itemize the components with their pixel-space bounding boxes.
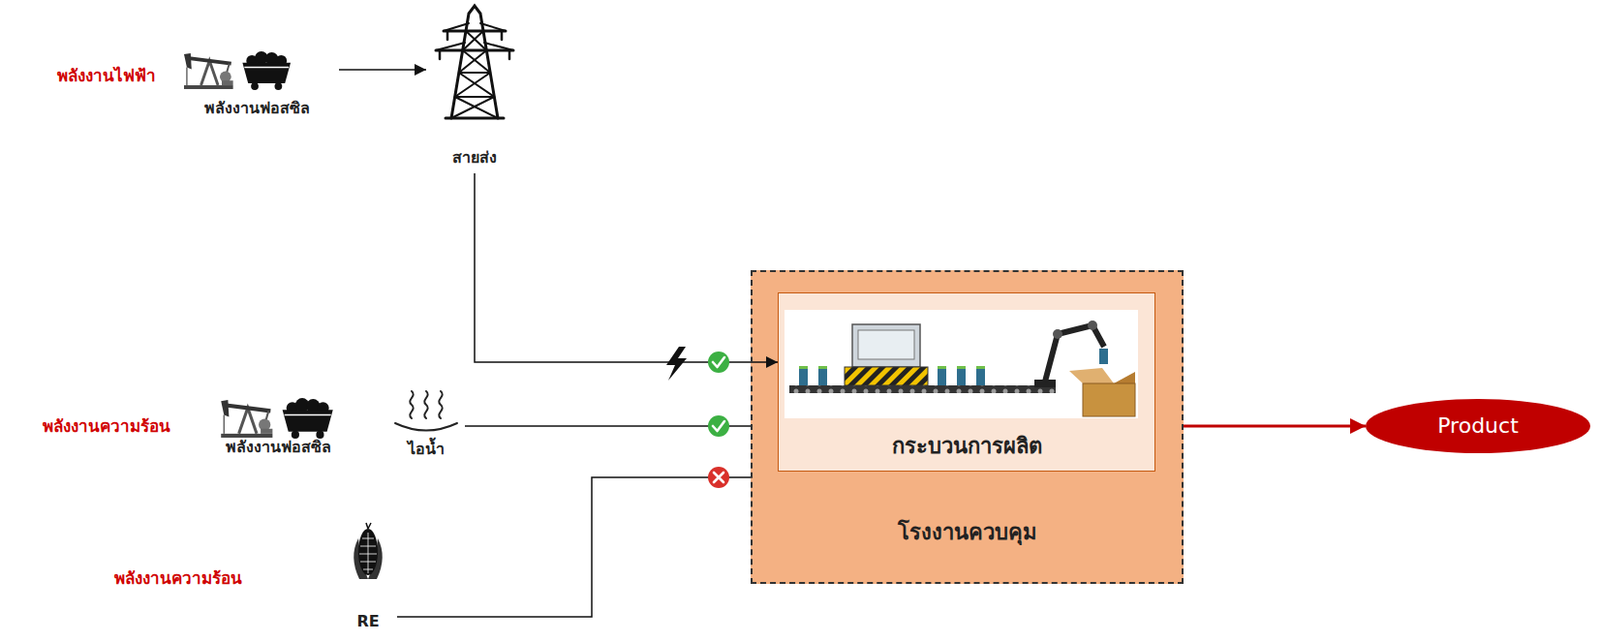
node-label: ไอน้ำ <box>407 438 445 461</box>
energy-type-label: พลังงานความร้อน <box>42 415 171 438</box>
cross-mark <box>707 466 730 489</box>
biomass-corn-icon <box>353 523 383 580</box>
node-label: กระบวนการผลิต <box>892 431 1043 462</box>
node-label: โรงงานควบคุม <box>897 518 1038 548</box>
production-line-picture <box>956 366 966 370</box>
connector-arrow <box>397 477 751 617</box>
check-mark <box>707 351 730 373</box>
product-ellipse: Product <box>1365 399 1591 454</box>
connector-arrow <box>474 173 778 363</box>
fossil-energy-icon <box>184 51 291 91</box>
production-line-picture <box>1082 383 1136 417</box>
connectors <box>338 69 1366 617</box>
biomass-corn-icon <box>358 528 378 576</box>
production-line-picture <box>844 367 928 386</box>
steam-icon <box>424 391 428 419</box>
lightning-symbol <box>666 346 687 381</box>
box-fill <box>750 270 1184 585</box>
production-line-picture <box>784 309 1139 419</box>
transmission-tower-icon <box>445 117 504 121</box>
production-line-picture <box>976 366 985 370</box>
production-line-picture <box>818 366 828 370</box>
production-line-picture <box>937 366 947 370</box>
node-label: พลังงานฟอสซิล <box>204 97 310 120</box>
controlled-factory-box: โรงงานควบคุม กระบวนการผลิต <box>750 270 1184 585</box>
ellipse-outline <box>1365 399 1591 454</box>
production-line-picture <box>852 324 921 368</box>
steam-source: ไอน้ำ <box>387 392 465 462</box>
production-line-picture <box>1052 329 1063 339</box>
production-line-picture <box>1113 371 1136 384</box>
production-line-picture <box>799 368 808 386</box>
production-line-picture <box>937 368 947 386</box>
production-line-picture <box>1099 348 1108 365</box>
process-box: กระบวนการผลิต <box>777 292 1156 472</box>
node-label: RE <box>356 611 379 633</box>
production-line-picture <box>976 368 985 386</box>
production-line-picture <box>956 368 966 386</box>
production-line-picture <box>1087 320 1098 331</box>
energy-type-label: พลังงานไฟฟ้า <box>57 64 156 88</box>
fossil-energy-icon <box>220 398 334 439</box>
check-mark <box>712 421 725 431</box>
biomass-corn-icon <box>366 523 371 529</box>
connector-arrow <box>1183 425 1366 429</box>
steam-icon <box>438 391 442 419</box>
node-label: สายส่ง <box>452 147 497 169</box>
steam-icon <box>395 423 458 431</box>
transmission-line: สายส่ง <box>426 3 524 171</box>
check-mark <box>707 415 730 437</box>
production-line-picture <box>789 385 1056 394</box>
cross-mark <box>713 472 724 483</box>
factory-fill <box>750 270 1184 585</box>
connector-arrow <box>338 68 427 71</box>
transmission-tower-icon <box>439 30 510 60</box>
node-label: พลังงานฟอสซิล <box>225 436 332 459</box>
connector-arrow <box>464 425 751 428</box>
production-line-picture <box>818 368 828 386</box>
transmission-tower-icon <box>435 5 514 119</box>
check-mark <box>707 415 730 437</box>
box-fill <box>777 292 1156 472</box>
cross-mark <box>707 466 730 489</box>
production-line-picture <box>1069 368 1114 384</box>
production-line-picture <box>858 330 915 360</box>
biomass-corn-icon <box>359 532 377 574</box>
check-mark <box>712 357 725 368</box>
production-line-picture <box>784 309 1139 419</box>
production-line-picture <box>799 366 808 370</box>
transmission-tower-icon <box>451 30 498 119</box>
energy-type-label: พลังงานความร้อน <box>114 567 243 590</box>
steam-icon <box>409 391 413 419</box>
fossil-energy-source: พลังงานฟอสซิล <box>215 390 341 461</box>
fossil-energy-source: พลังงานฟอสซิล <box>174 43 339 122</box>
check-mark <box>707 351 730 373</box>
transmission-tower-icon <box>451 5 498 119</box>
renewable-source: RE <box>338 523 398 635</box>
node-label: Product <box>1437 411 1519 441</box>
steam-icon <box>395 391 458 431</box>
